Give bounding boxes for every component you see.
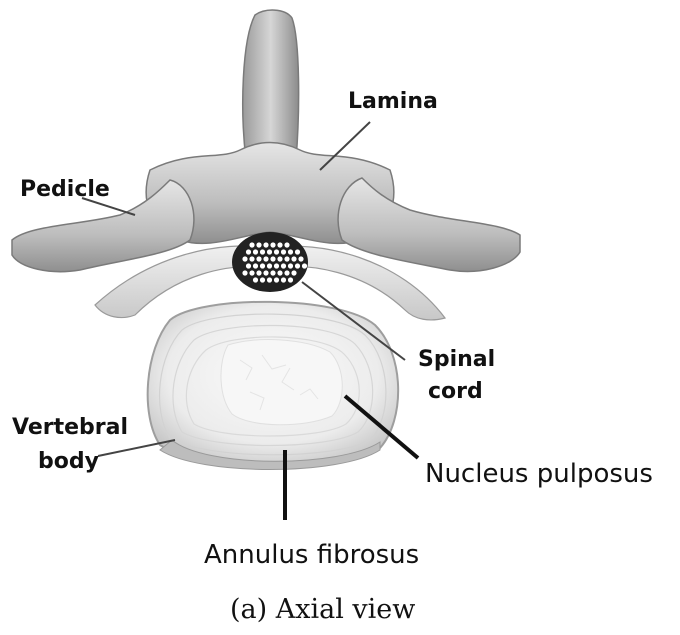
cord-dot (295, 249, 300, 254)
cord-dot (298, 256, 303, 261)
cord-dot (274, 277, 279, 282)
cord-dot (256, 270, 261, 275)
cord-dot (277, 270, 282, 275)
cord-dot (267, 277, 272, 282)
cord-dot (277, 242, 282, 247)
cord-dot (263, 270, 268, 275)
cord-dot (270, 256, 275, 261)
cord-dot (267, 249, 272, 254)
cord-dot (288, 277, 293, 282)
cord-dot (291, 256, 296, 261)
cord-dot (260, 277, 265, 282)
spinal-cord-label-line2: cord (428, 379, 483, 404)
cord-dot (242, 270, 247, 275)
cord-dot (249, 270, 254, 275)
cord-dot (281, 249, 286, 254)
vertebral-body-label-line1: Vertebral (12, 415, 128, 440)
cord-dot (281, 277, 286, 282)
cord-dot (253, 277, 258, 282)
lamina-label: Lamina (348, 89, 438, 114)
spinal-cord-label-line1: Spinal (418, 347, 495, 372)
pedicle-label: Pedicle (20, 177, 110, 202)
nucleus-pulposus-label: Nucleus pulposus (425, 459, 653, 489)
annulus-fibrosus-label: Annulus fibrosus (204, 540, 419, 570)
figure-caption: (a) Axial view (230, 594, 415, 625)
cord-dot (281, 263, 286, 268)
cord-dot (284, 256, 289, 261)
cord-dot (260, 263, 265, 268)
cord-dot (246, 249, 251, 254)
cord-dot (277, 256, 282, 261)
cord-dot (246, 263, 251, 268)
cord-dot (295, 263, 300, 268)
cord-dot (288, 263, 293, 268)
cord-dot (291, 270, 296, 275)
cord-dot (302, 263, 307, 268)
cord-dot (256, 256, 261, 261)
cord-dot (288, 249, 293, 254)
cord-dot (263, 256, 268, 261)
right-transverse-process (338, 178, 520, 271)
cord-dot (270, 270, 275, 275)
cord-dot (242, 256, 247, 261)
cord-dot (249, 242, 254, 247)
cord-dot (284, 270, 289, 275)
cord-dot (274, 263, 279, 268)
cord-dot (253, 263, 258, 268)
cord-dot (274, 249, 279, 254)
spinal-cord (232, 232, 308, 292)
cord-dot (260, 249, 265, 254)
cord-dot (284, 242, 289, 247)
cord-dot (263, 242, 268, 247)
vertebral-body-label-line2: body (38, 449, 99, 474)
cord-dot (249, 256, 254, 261)
cord-dot (270, 242, 275, 247)
cord-dot (267, 263, 272, 268)
cord-dot (253, 249, 258, 254)
cord-dot (256, 242, 261, 247)
